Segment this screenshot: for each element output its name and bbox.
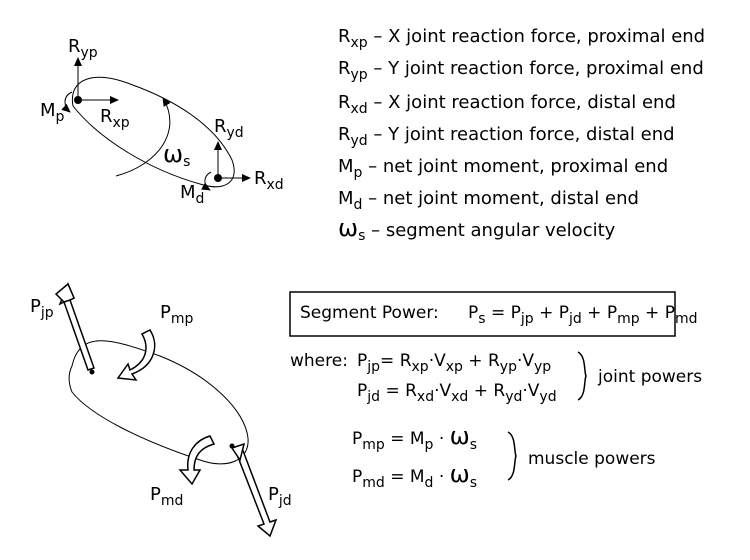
- label-pmd: Pmd: [150, 484, 183, 509]
- top-segment-diagram: Ryp Mp Rxp Ryd ωs Md Rxd: [40, 36, 284, 207]
- segment-power-box: Segment Power:Ps = Pjp + Pjd + Pmp + Pmd: [289, 291, 698, 337]
- mp-moment-arrow: [61, 91, 73, 113]
- label-omega-s: ωs: [163, 140, 190, 170]
- joint-power-equations: where: Pjp= Rxp·Vxp + Ryp·Vyp Pjd = Rxd·…: [290, 351, 702, 405]
- label-pjp: Pjp: [30, 296, 54, 321]
- pmp-equation: Pmp = Mp · ωs: [352, 422, 477, 453]
- joint-powers-label: joint powers: [597, 367, 702, 387]
- legend-rxp: Rxp – X joint reaction force, proximal e…: [338, 26, 705, 51]
- pjp-equation: Pjp= Rxp·Vxp + Ryp·Vyp: [357, 351, 551, 375]
- label-ryp: Ryp: [68, 36, 98, 61]
- label-ryd: Ryd: [214, 116, 244, 141]
- bottom-distal-dot: [229, 443, 235, 449]
- label-pmp: Pmp: [160, 302, 193, 327]
- label-md: Md: [180, 182, 204, 207]
- muscle-powers-label: muscle powers: [528, 449, 656, 469]
- legend-omega: ωs – segment angular velocity: [338, 214, 616, 244]
- muscle-power-equations: Pmp = Mp · ωs Pmd = Md · ωs muscle power…: [352, 422, 656, 491]
- muscle-powers-brace: [507, 431, 517, 481]
- legend-ryp: Ryp – Y joint reaction force, proximal e…: [338, 58, 704, 83]
- legend-mp: Mp – net joint moment, proximal end: [338, 156, 668, 181]
- bottom-proximal-dot: [89, 369, 95, 375]
- legend-md: Md – net joint moment, distal end: [338, 188, 639, 213]
- pjd-hollow-arrow: [230, 442, 278, 538]
- omega-arc-arrow: [115, 97, 171, 177]
- joint-powers-brace: [577, 351, 587, 401]
- legend-ryd: Ryd – Y joint reaction force, distal end: [338, 124, 675, 149]
- pmp-curved-arrow: [116, 329, 156, 381]
- md-moment-arrow: [201, 171, 212, 191]
- label-rxd: Rxd: [254, 168, 284, 193]
- bottom-segment-outline: [68, 340, 249, 465]
- label-mp: Mp: [40, 100, 65, 125]
- label-pjd: Pjd: [268, 484, 292, 509]
- symbol-legend: Rxp – X joint reaction force, proximal e…: [338, 26, 705, 244]
- segment-power-equation: Segment Power:Ps = Pjp + Pjd + Pmp + Pmd: [300, 303, 698, 327]
- segment-power-frame: [289, 291, 676, 337]
- pmd-equation: Pmd = Md · ωs: [352, 460, 477, 491]
- bottom-segment-diagram: Pjp Pmp Pmd Pjd: [30, 282, 292, 538]
- label-rxp: Rxp: [100, 106, 130, 131]
- top-segment-outline: [71, 76, 235, 188]
- where-label: where:: [290, 351, 348, 371]
- pmd-curved-arrow: [178, 435, 216, 486]
- pjp-hollow-arrow: [54, 282, 95, 371]
- legend-rxd: Rxd – X joint reaction force, distal end: [338, 92, 676, 117]
- pjd-equation: Pjd = Rxd·Vxd + Ryd·Vyd: [357, 381, 557, 405]
